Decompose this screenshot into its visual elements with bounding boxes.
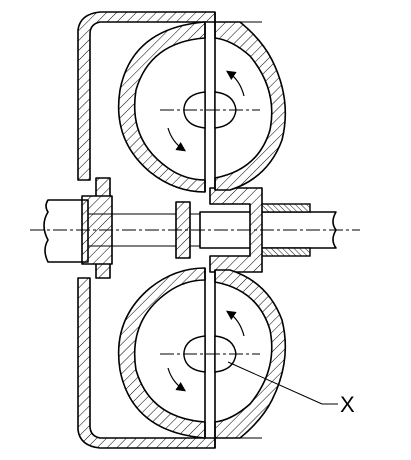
label-x-callout: X — [227, 361, 355, 417]
upper-torus — [117, 12, 287, 193]
central-hub — [175, 187, 263, 273]
lower-torus — [117, 267, 287, 448]
centerlines — [30, 109, 360, 355]
label-x: X — [340, 392, 355, 417]
flow-arrows — [167, 70, 245, 392]
